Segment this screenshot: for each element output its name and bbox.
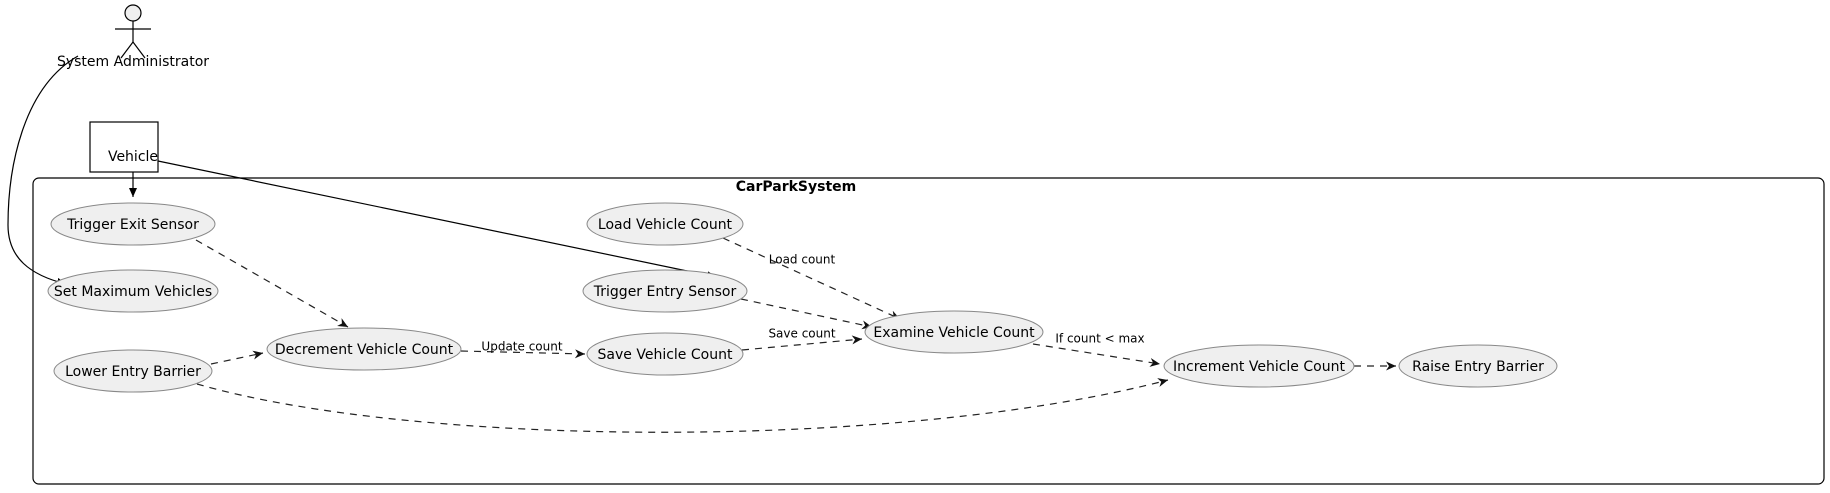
use-case-save-vehicle-count[interactable]: Save Vehicle Count	[586, 332, 744, 376]
use-case-ellipse	[586, 202, 744, 246]
edge-path	[740, 298, 873, 330]
use-case-ellipse	[864, 310, 1044, 354]
use-case-label: Set Maximum Vehicles	[54, 284, 212, 300]
use-case-ellipse	[586, 332, 744, 376]
use-case-set-maximum-vehicles[interactable]: Set Maximum Vehicles	[47, 269, 219, 313]
use-case-label: Lower Entry Barrier	[65, 364, 201, 380]
system-boundary: CarParkSystem	[32, 177, 1825, 485]
boundary-rect	[32, 177, 1825, 485]
use-case-increment-vehicle-count[interactable]: Increment Vehicle Count	[1163, 344, 1355, 388]
edge-path	[741, 335, 863, 351]
edge-vehicle-to-trigger-entry-sensor	[157, 160, 717, 280]
use-case-label: Raise Entry Barrier	[1412, 359, 1544, 375]
use-case-trigger-entry-sensor[interactable]: Trigger Entry Sensor	[582, 269, 748, 313]
use-case-label: Save Vehicle Count	[598, 347, 733, 363]
use-case-examine-vehicle-count[interactable]: Examine Vehicle Count	[864, 310, 1044, 354]
edge-path	[210, 350, 264, 365]
edge-examine-to-increment-vehicle-count	[1032, 343, 1161, 367]
use-case-lower-entry-barrier[interactable]: Lower Entry Barrier	[53, 349, 213, 393]
use-case-ellipse	[1163, 344, 1355, 388]
edge-path	[1032, 343, 1161, 367]
edge-lower-entry-barrier-to-increment-vehicle-count	[196, 378, 1169, 433]
use-case-label: Trigger Exit Sensor	[66, 217, 199, 233]
use-case-trigger-exit-sensor[interactable]: Trigger Exit Sensor	[50, 202, 216, 246]
edge-load-to-examine-vehicle-count	[722, 237, 901, 320]
use-case-raise-entry-barrier[interactable]: Raise Entry Barrier	[1398, 344, 1558, 388]
use-case-ellipse	[53, 349, 213, 393]
edge-label: Save count	[768, 327, 835, 341]
use-case-label: Decrement Vehicle Count	[275, 342, 454, 358]
use-case-label: Trigger Entry Sensor	[593, 284, 737, 300]
edge-path	[157, 160, 717, 280]
component-rect	[89, 121, 159, 173]
edge-label: Load count	[769, 253, 836, 267]
edge-admin-to-set-maximum-vehicles	[7, 55, 79, 286]
actor-head-icon	[124, 4, 142, 22]
use-case-ellipse	[1398, 344, 1558, 388]
edge-label: If count < max	[1055, 332, 1144, 346]
use-case-label: Increment Vehicle Count	[1173, 359, 1345, 375]
use-case-label: Load Vehicle Count	[598, 217, 733, 233]
edge-path	[722, 237, 901, 320]
edge-path	[196, 378, 1169, 433]
actor-left-leg-line	[120, 41, 134, 59]
use-case-ellipse	[47, 269, 219, 313]
edge-labels-layer: Update count Save count Load count If count…	[481, 253, 1144, 354]
use-case-ellipse	[50, 202, 216, 246]
edge-lower-entry-barrier-to-decrement-vehicle-count	[210, 350, 264, 365]
actor-right-leg-line	[132, 41, 146, 59]
use-case-label: Examine Vehicle Count	[873, 325, 1035, 341]
edges-layer	[7, 55, 1396, 433]
actor-label: System Administrator	[57, 54, 209, 70]
edge-label: Update count	[481, 340, 562, 354]
use-case-decrement-vehicle-count[interactable]: Decrement Vehicle Count	[266, 327, 462, 371]
use-case-load-vehicle-count[interactable]: Load Vehicle Count	[586, 202, 744, 246]
edge-trigger-exit-sensor-to-decrement-vehicle-count	[195, 239, 349, 328]
use-case-ellipse	[582, 269, 748, 313]
boundary-title: CarParkSystem	[736, 179, 857, 195]
edge-save-to-examine-vehicle-count	[741, 335, 863, 351]
edge-path	[195, 239, 349, 328]
actor-system-administrator[interactable]: System Administrator	[57, 4, 209, 70]
edge-path	[7, 55, 79, 286]
use-case-ellipse	[266, 327, 462, 371]
edge-trigger-entry-sensor-to-examine-vehicle-count	[740, 298, 873, 330]
component-label: Vehicle	[108, 149, 158, 165]
component-vehicle[interactable]: Vehicle	[89, 121, 159, 173]
